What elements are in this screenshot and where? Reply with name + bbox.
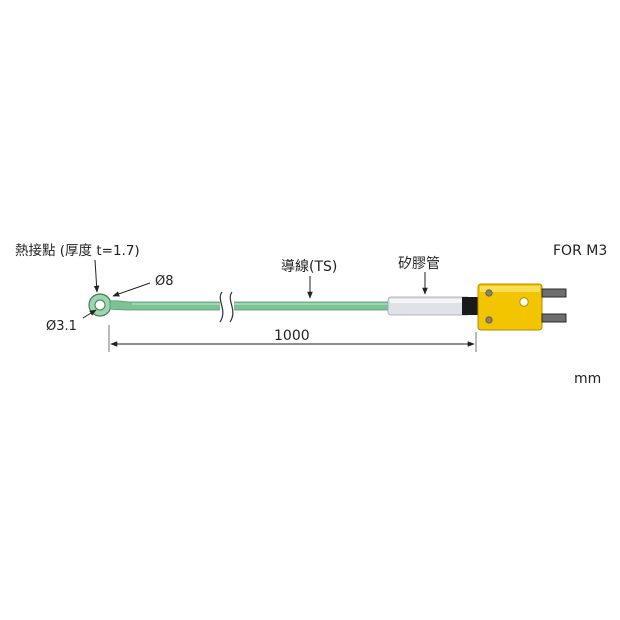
- dimension-value: 1000: [274, 328, 310, 344]
- connector-pin-bottom: [541, 313, 567, 323]
- junction-leader: [93, 259, 100, 293]
- yellow-connector: [477, 283, 543, 331]
- hole-diameter-label: Ø3.1: [46, 319, 77, 334]
- lead-wire: [109, 300, 389, 311]
- junction-label: 熱接點 (厚度 t=1.7): [15, 242, 140, 259]
- connector-screw-top: [485, 289, 493, 297]
- outer-diameter-leader: [112, 282, 151, 297]
- silicone-tube-label: 矽膠管: [398, 256, 440, 272]
- outer-diameter-label: Ø8: [155, 274, 174, 289]
- hole-diameter-leader: [82, 309, 97, 319]
- unit-label: mm: [574, 371, 601, 387]
- ring-hole: [94, 299, 106, 311]
- connector-pin-top: [541, 288, 567, 298]
- connector-hole: [519, 297, 529, 307]
- lead-wire-label: 導線(TS): [281, 259, 337, 275]
- model-label: FOR M3: [553, 243, 607, 259]
- dimension-line: [108, 325, 477, 352]
- connector-screw-bottom: [485, 316, 493, 324]
- break-mark: [219, 290, 234, 323]
